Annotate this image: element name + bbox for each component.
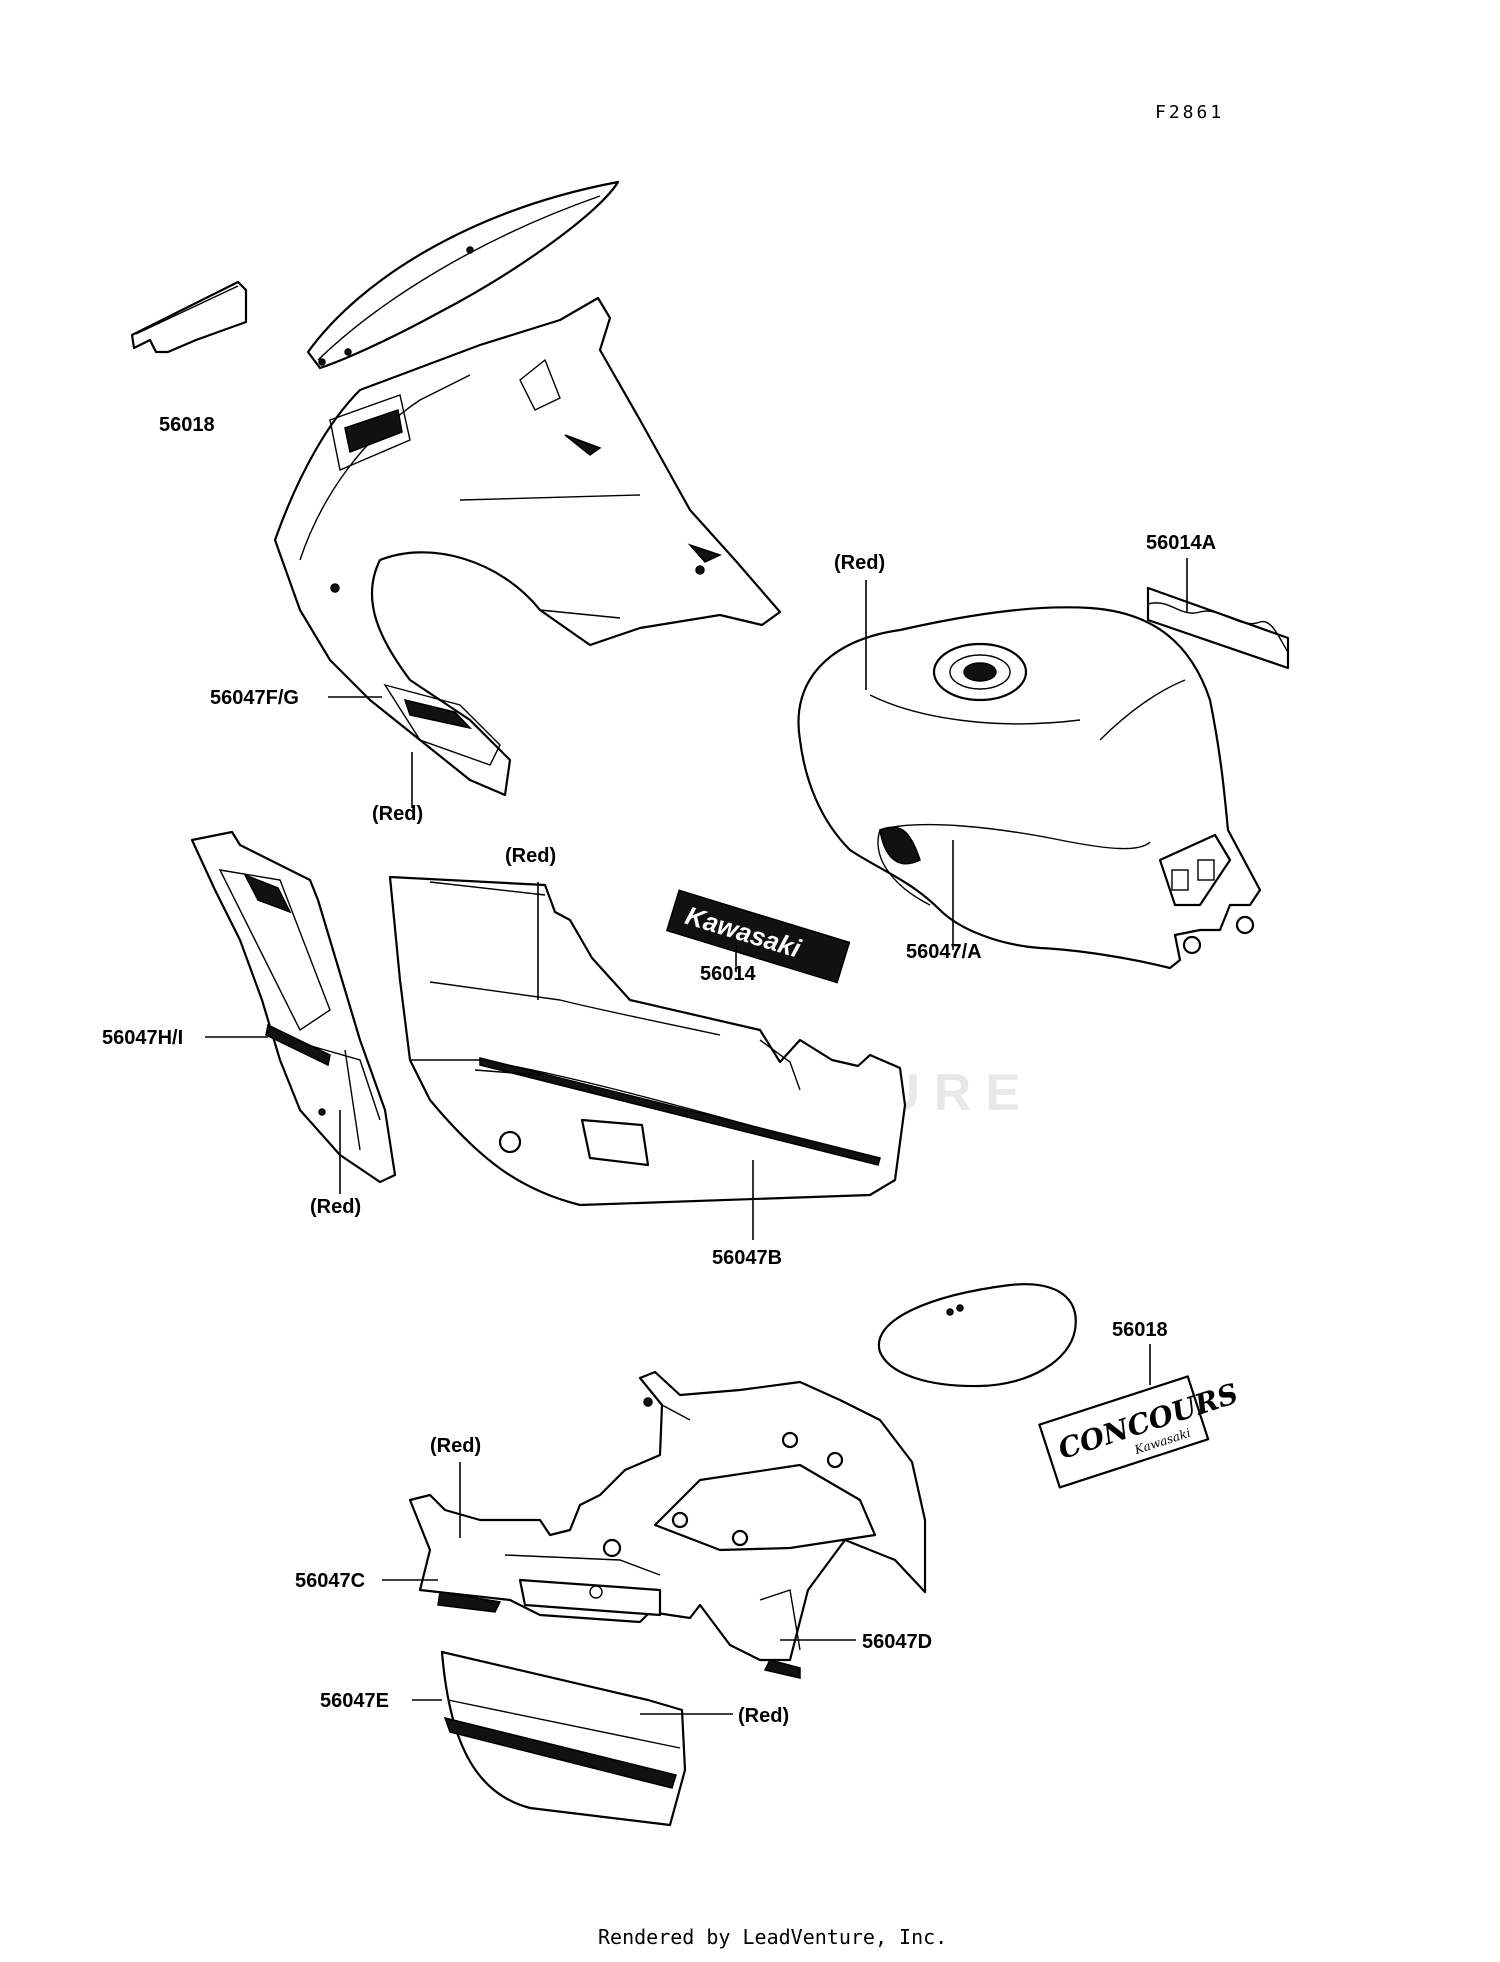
part-56018-panel[interactable] bbox=[130, 280, 248, 354]
part-windscreen bbox=[306, 180, 620, 370]
footer-credit: Rendered by LeadVenture, Inc. bbox=[598, 1925, 947, 1949]
callout-56047b[interactable]: 56047B bbox=[712, 1247, 782, 1269]
part-56014a-strip[interactable] bbox=[1146, 586, 1290, 670]
part-56018-concours-emblem[interactable]: CONCOURS Kawasaki bbox=[1038, 1364, 1248, 1489]
part-side-cover-center bbox=[388, 875, 907, 1207]
part-side-cover-left bbox=[190, 830, 397, 1184]
diagram-code: F2861 bbox=[1155, 102, 1224, 123]
callout-labels: 56018 56047F/G (Red) (Red) 56014A (Red) … bbox=[102, 414, 1216, 1727]
part-seat-cowl bbox=[877, 1283, 1077, 1388]
callout-56018-top[interactable]: 56018 bbox=[159, 414, 215, 436]
callout-56018-seat[interactable]: 56018 bbox=[1112, 1319, 1168, 1341]
callout-56014[interactable]: 56014 bbox=[700, 963, 756, 985]
part-fuel-tank bbox=[797, 606, 1262, 970]
callout-red-side: (Red) bbox=[505, 845, 556, 867]
callout-56047fg[interactable]: 56047F/G bbox=[210, 687, 299, 709]
callout-red-tank: (Red) bbox=[834, 552, 885, 574]
part-56047e-panel bbox=[440, 1650, 687, 1827]
callout-red-e: (Red) bbox=[738, 1705, 789, 1727]
callout-red-fg: (Red) bbox=[372, 803, 423, 825]
part-upper-fairing bbox=[273, 296, 782, 797]
leader-lines bbox=[205, 558, 1188, 1715]
callout-56047d[interactable]: 56047D bbox=[862, 1631, 932, 1653]
callout-red-hi: (Red) bbox=[310, 1196, 361, 1218]
callout-56047c[interactable]: 56047C bbox=[295, 1570, 365, 1592]
part-56014-kawasaki-emblem[interactable]: Kawasaki bbox=[665, 889, 851, 984]
part-rear-tail bbox=[408, 1370, 927, 1679]
callout-56047e[interactable]: 56047E bbox=[320, 1690, 389, 1712]
callout-56014a[interactable]: 56014A bbox=[1146, 532, 1216, 554]
callout-red-rear: (Red) bbox=[430, 1435, 481, 1457]
callout-56047a[interactable]: 56047/A bbox=[906, 941, 982, 963]
callout-56047hi[interactable]: 56047H/I bbox=[102, 1027, 183, 1049]
